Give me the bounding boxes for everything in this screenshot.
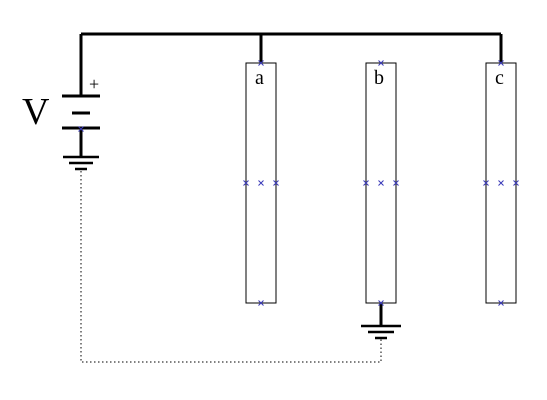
bar-a-label: a xyxy=(255,67,264,89)
bar-b-mid-center-marker xyxy=(378,180,384,186)
bar-a-bottom-marker xyxy=(258,300,264,306)
bar-b-label: b xyxy=(374,67,384,89)
battery: + V xyxy=(22,74,100,156)
bar-a-top-marker xyxy=(258,60,264,66)
bar-b-ground-symbol xyxy=(361,324,401,340)
bar-c-mid-left-marker xyxy=(483,180,489,186)
battery-plus-label: + xyxy=(89,74,99,94)
bar-c-top-marker xyxy=(498,60,504,66)
bar-a-mid-center-marker xyxy=(258,180,264,186)
dotted-ground-connection xyxy=(80,171,382,363)
bar-c-label: c xyxy=(495,67,504,89)
bar-a-mid-right-marker xyxy=(273,180,279,186)
bar-b-mid-right-marker xyxy=(393,180,399,186)
battery-terminal-marker xyxy=(78,126,84,132)
bar-c-bottom-marker xyxy=(498,300,504,306)
measurement-markers xyxy=(78,60,519,306)
bar-b-top-marker xyxy=(378,60,384,66)
bar-b-bottom-marker xyxy=(378,300,384,306)
bar-b-mid-left-marker xyxy=(363,180,369,186)
battery-voltage-label: V xyxy=(22,91,50,133)
battery-ground-symbol xyxy=(63,155,99,171)
bar-c-mid-right-marker xyxy=(513,180,519,186)
top-bus-wire xyxy=(79,32,503,96)
bar-a-mid-left-marker xyxy=(243,180,249,186)
bar-c-mid-center-marker xyxy=(498,180,504,186)
